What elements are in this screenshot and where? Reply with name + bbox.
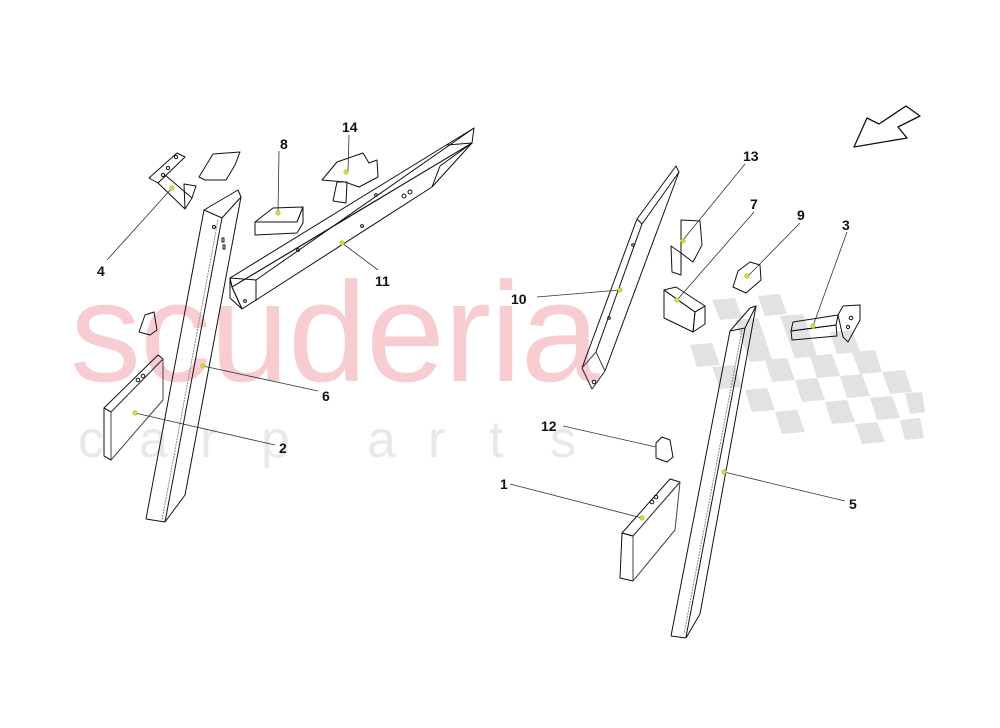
part-2-box (103, 354, 164, 461)
part-14-bracket (321, 152, 379, 204)
callout-13[interactable]: 13 (743, 148, 759, 164)
callout-5[interactable]: 5 (849, 496, 857, 512)
watermark-brand: scuderia (70, 253, 600, 412)
callout-14[interactable]: 14 (342, 119, 358, 135)
callout-9[interactable]: 9 (797, 207, 805, 223)
part-10-beam (581, 165, 680, 390)
callout-2[interactable]: 2 (279, 440, 287, 456)
callout-7[interactable]: 7 (750, 196, 758, 212)
callout-12[interactable]: 12 (541, 418, 557, 434)
part-8-block (254, 206, 304, 236)
part-6-column (145, 189, 242, 523)
callout-1[interactable]: 1 (500, 476, 508, 492)
part-3-bracket (790, 304, 861, 343)
tagline-letter: s (550, 411, 576, 469)
direction-arrow-icon (853, 105, 921, 148)
tagline-letter: r (428, 411, 446, 469)
parts-line-art (103, 105, 921, 639)
part-5-column (670, 305, 757, 639)
part-9-plate (732, 261, 762, 294)
callout-3[interactable]: 3 (842, 217, 850, 233)
callout-8[interactable]: 8 (280, 136, 288, 152)
part-plate (198, 151, 241, 181)
part-4-bracket (148, 152, 197, 210)
callout-6[interactable]: 6 (322, 388, 330, 404)
checkered-flag-watermark (690, 294, 925, 444)
leader-lines (106, 134, 848, 519)
part-7-tube (663, 286, 706, 333)
tagline-letter: r (200, 411, 218, 469)
part-13-bracket (670, 219, 703, 276)
reference-markers (132, 169, 816, 521)
callout-10[interactable]: 10 (511, 291, 527, 307)
tagline-letter: t (489, 411, 504, 469)
tagline-letter: a (367, 411, 396, 469)
part-11-beam (229, 127, 475, 310)
tagline-letter: c (78, 411, 104, 469)
tagline-letter: p (261, 411, 290, 469)
part-12-clip (655, 436, 674, 463)
callout-11[interactable]: 11 (375, 273, 390, 289)
part-1-box (619, 478, 681, 582)
callout-4[interactable]: 4 (97, 263, 105, 279)
part-clip (138, 311, 158, 336)
